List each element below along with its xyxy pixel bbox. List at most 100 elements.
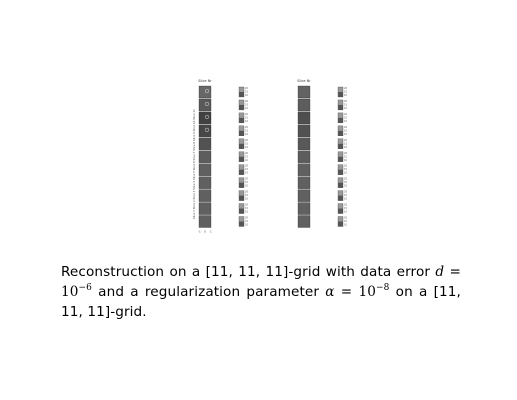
slice-image (297, 137, 311, 150)
colorbar-tick: 10 (245, 172, 249, 175)
colorbar-tick: 20 (344, 165, 348, 168)
colorbar-tick: 20 (245, 113, 249, 116)
slice-image (297, 176, 311, 189)
slice-image (198, 163, 212, 176)
colorbar-dark (338, 130, 343, 136)
colorbar-tick: 15 (344, 129, 348, 132)
colorbar-tick: 20 (344, 100, 348, 103)
colorbar-tick: 15 (245, 91, 249, 94)
colorbar-tick: 20 (245, 87, 249, 90)
colorbar-dark (338, 143, 343, 149)
slice-image (198, 85, 212, 99)
colorbar-dark (338, 182, 343, 188)
caption-var-d: d (435, 264, 445, 280)
colorbar-tick: 20 (344, 152, 348, 155)
colorbar-tick: 20 (245, 191, 249, 194)
colorbar-tick: 20 (344, 139, 348, 142)
colorbar-tick: 15 (344, 103, 348, 106)
colorbar-tick: 10 (245, 159, 249, 162)
colorbar-dark (338, 117, 343, 123)
colorbar-dark (239, 156, 244, 162)
caption-part2: and a regularization parameter (91, 284, 326, 300)
slice-feature (204, 114, 210, 119)
colorbar-dark (239, 221, 244, 227)
colorbar-tick: 10 (344, 159, 348, 162)
colorbar-tick: 10 (344, 94, 348, 97)
slice-image (297, 215, 311, 228)
colorbar-tick: 20 (344, 191, 348, 194)
colorbar-tick: 20 (245, 139, 249, 142)
colorbar-dark (239, 92, 244, 97)
colorbar-tick: 10 (344, 133, 348, 136)
colorbar-tick: 20 (344, 126, 348, 129)
colorbar-tick: 15 (245, 220, 249, 223)
colorbar-tick: 20 (245, 152, 249, 155)
x-tick-label: -1 (198, 229, 201, 233)
colorbar-tick: 20 (245, 165, 249, 168)
caption-exp-alpha: −8 (375, 283, 390, 293)
colorbar-tick: 10 (245, 146, 249, 149)
caption-exp-d: −6 (78, 283, 92, 293)
colorbar-tick: 20 (245, 126, 249, 129)
colorbar-tick: 10 (344, 224, 348, 227)
colorbar-tick: 10 (245, 185, 249, 188)
panel-title: Slice Nr (297, 79, 311, 83)
colorbar-tick: 20 (245, 100, 249, 103)
slice-image (297, 111, 311, 125)
colorbar-tick: 15 (344, 168, 348, 171)
slice-image (198, 202, 212, 215)
slice-image (297, 124, 311, 137)
colorbar-tick: 15 (344, 142, 348, 145)
colorbar-dark (239, 195, 244, 201)
colorbar-dark (239, 208, 244, 214)
slice-image (297, 202, 311, 215)
slice-image (198, 124, 212, 137)
colorbar-tick: 15 (344, 181, 348, 184)
colorbar-tick: 20 (245, 217, 249, 220)
colorbar-tick: 10 (344, 172, 348, 175)
colorbar-tick: 20 (344, 217, 348, 220)
colorbar-tick: 10 (344, 211, 348, 214)
slice-image (297, 163, 311, 176)
slice-image (198, 111, 212, 125)
x-tick-label: 0 (204, 229, 206, 233)
colorbar-tick: 10 (245, 94, 249, 97)
colorbar-dark (239, 104, 244, 110)
slice-image (297, 150, 311, 163)
slice-image (297, 98, 311, 112)
colorbar-dark (338, 195, 343, 201)
slice-image (198, 98, 212, 112)
colorbar-tick: 10 (245, 120, 249, 123)
colorbar-tick: 15 (344, 220, 348, 223)
colorbar-tick: 15 (245, 194, 249, 197)
slice-image (297, 85, 311, 99)
colorbar-dark (338, 104, 343, 110)
colorbar-tick: 20 (245, 204, 249, 207)
colorbar-tick: 10 (344, 120, 348, 123)
slice-feature (204, 88, 210, 94)
colorbar-tick: 15 (344, 91, 348, 94)
caption-ten-alpha: 10 (358, 284, 376, 300)
colorbar-tick: 10 (344, 107, 348, 110)
colorbar-tick: 10 (344, 185, 348, 188)
colorbar-tick: 15 (245, 129, 249, 132)
colorbar-tick: 15 (344, 116, 348, 119)
slice-image (198, 137, 212, 150)
colorbar-dark (239, 182, 244, 188)
colorbar-tick: 15 (245, 116, 249, 119)
colorbar-tick: 10 (245, 198, 249, 201)
slice-image (198, 215, 212, 228)
colorbar-dark (239, 130, 244, 136)
colorbar-tick: 20 (344, 204, 348, 207)
colorbar-tick: 20 (344, 113, 348, 116)
colorbar-tick: 15 (344, 207, 348, 210)
colorbar-tick: 15 (344, 194, 348, 197)
colorbar-dark (338, 92, 343, 97)
colorbar-tick: 15 (245, 181, 249, 184)
colorbar-tick: 15 (245, 103, 249, 106)
colorbar-tick: 10 (344, 198, 348, 201)
colorbar-tick: 10 (344, 146, 348, 149)
colorbar-tick: 20 (344, 178, 348, 181)
